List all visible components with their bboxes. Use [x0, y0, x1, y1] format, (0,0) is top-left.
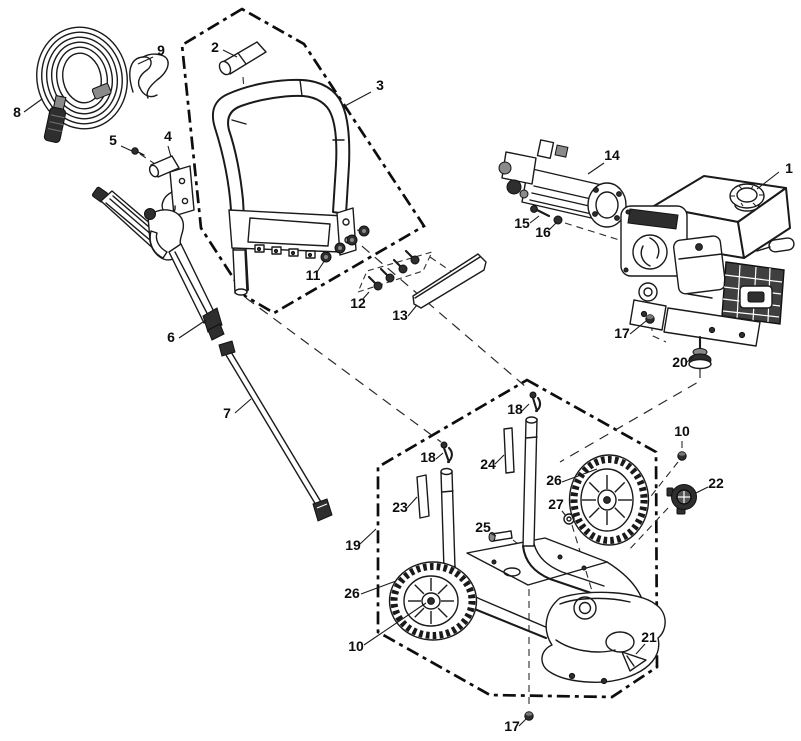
callout-6: 6 — [167, 329, 175, 345]
part-strip-23 — [416, 474, 430, 519]
callout-16: 16 — [535, 224, 551, 240]
callout-22: 22 — [708, 475, 724, 491]
part-nut-17-engine — [645, 314, 655, 324]
part-hubcap-22 — [666, 484, 697, 515]
callout-27: 27 — [548, 496, 564, 512]
callout-10-left: 10 — [348, 638, 364, 654]
callout-12: 12 — [350, 295, 366, 311]
callout-4: 4 — [164, 128, 172, 144]
callout-26-right: 26 — [546, 472, 562, 488]
leader-lines — [23, 49, 780, 727]
part-spray-gun — [91, 186, 225, 341]
part-panel-13 — [412, 253, 487, 309]
part-wheel-right — [568, 454, 650, 546]
part-pin-25 — [488, 530, 513, 542]
callout-25: 25 — [475, 519, 491, 535]
part-nut-10-right — [677, 451, 687, 461]
part-grip-tube — [218, 41, 267, 76]
console-tabs — [254, 244, 316, 259]
callout-20: 20 — [672, 354, 688, 370]
callout-21: 21 — [641, 629, 657, 645]
callout-26-left: 26 — [344, 585, 360, 601]
callout-13: 13 — [392, 307, 408, 323]
part-cart-frame — [388, 416, 666, 685]
part-foot-21 — [621, 651, 647, 672]
callout-5: 5 — [109, 132, 117, 148]
callout-labels: 1 2 3 4 5 6 7 8 9 10 10 11 12 13 14 15 1… — [13, 39, 793, 734]
callout-14: 14 — [604, 147, 620, 163]
part-strip-24 — [503, 427, 515, 474]
part-washer-27 — [563, 513, 575, 525]
callout-18-left: 18 — [420, 449, 436, 465]
callout-8: 8 — [13, 104, 21, 120]
part-pin-18-right — [529, 391, 542, 413]
part-gun-hook — [148, 155, 195, 217]
part-nut-17-bottom — [524, 711, 534, 721]
part-bolts-12 — [357, 249, 434, 293]
part-bolt-15 — [530, 205, 551, 218]
callout-24: 24 — [480, 456, 496, 472]
part-hook — [129, 53, 169, 99]
part-capnuts-11 — [320, 225, 370, 263]
part-wheel-left — [388, 561, 478, 641]
part-nut-16 — [553, 215, 563, 225]
callout-10-right: 10 — [674, 423, 690, 439]
callout-15: 15 — [514, 215, 530, 231]
callout-17-engine: 17 — [614, 325, 630, 341]
callout-2: 2 — [211, 39, 219, 55]
part-engine — [620, 175, 795, 347]
callout-9: 9 — [157, 42, 165, 58]
part-screw — [131, 147, 145, 156]
hose-fitting — [43, 94, 67, 143]
callout-17-bottom: 17 — [504, 718, 520, 734]
part-wand — [218, 340, 333, 522]
callout-18-right: 18 — [507, 401, 523, 417]
part-pump — [498, 139, 627, 228]
part-foot-20 — [688, 335, 712, 370]
callout-19: 19 — [345, 537, 361, 553]
callout-23: 23 — [392, 499, 408, 515]
callout-1: 1 — [785, 160, 793, 176]
part-handle — [211, 78, 357, 296]
part-hose — [36, 26, 128, 143]
cart-assembly-boundary — [376, 378, 659, 699]
callout-3: 3 — [376, 77, 384, 93]
callout-7: 7 — [223, 405, 231, 421]
callout-11: 11 — [306, 267, 321, 283]
handle-assembly-boundary — [180, 7, 426, 315]
part-pin-18-left — [440, 441, 453, 464]
